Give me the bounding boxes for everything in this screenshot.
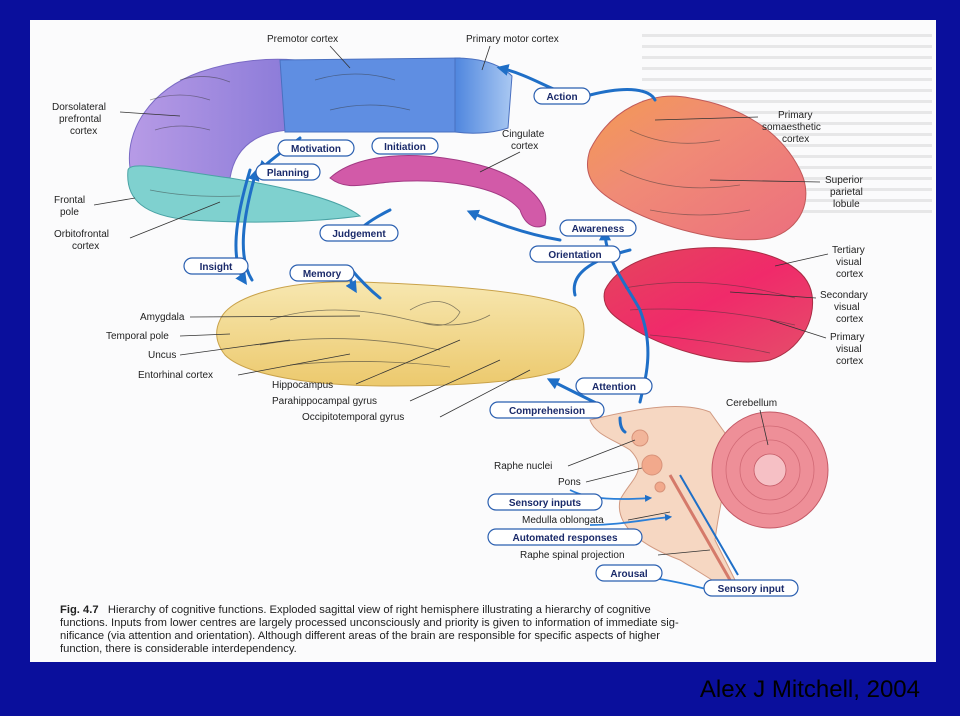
brainstem-region bbox=[589, 406, 736, 586]
label-superior-parietal-3: lobule bbox=[833, 199, 860, 210]
caption-line-3: nificance (via attention and orientation… bbox=[60, 630, 660, 642]
label-pons: Pons bbox=[558, 477, 581, 488]
primary-motor-region bbox=[454, 57, 513, 134]
label-superior-parietal-2: parietal bbox=[830, 187, 863, 198]
dorsolateral-prefrontal-region bbox=[128, 58, 296, 179]
label-secondary-visual-1: Secondary bbox=[820, 290, 868, 301]
label-tertiary-visual-2: visual bbox=[836, 257, 862, 268]
brain-diagram: Premotor cortex Primary motor cortex Dor… bbox=[52, 34, 868, 597]
label-somaesthetic-3: cortex bbox=[782, 134, 809, 145]
caption-line-1: Hierarchy of cognitive functions. Explod… bbox=[107, 604, 651, 616]
cingulate-region bbox=[329, 155, 547, 228]
box-automated-responses: Automated responses bbox=[512, 533, 617, 544]
label-hippocampus: Hippocampus bbox=[272, 380, 333, 391]
author-credit: Alex J Mitchell, 2004 bbox=[699, 676, 920, 703]
label-tertiary-visual-1: Tertiary bbox=[832, 245, 865, 256]
label-somaesthetic-2: somaesthetic bbox=[762, 122, 821, 133]
box-action: Action bbox=[546, 92, 577, 103]
label-primary-visual-2: visual bbox=[836, 344, 862, 355]
label-cerebellum: Cerebellum bbox=[726, 398, 777, 409]
label-uncus: Uncus bbox=[148, 350, 176, 361]
label-premotor-cortex: Premotor cortex bbox=[267, 34, 338, 45]
label-dorsolateral-1: Dorsolateral bbox=[52, 102, 106, 113]
caption-line-2: functions. Inputs from lower centres are… bbox=[60, 617, 679, 629]
label-primary-visual-1: Primary bbox=[830, 332, 864, 343]
box-motivation: Motivation bbox=[291, 144, 341, 155]
label-dorsolateral-2: prefrontal bbox=[59, 114, 101, 125]
box-attention: Attention bbox=[592, 382, 636, 393]
box-comprehension: Comprehension bbox=[509, 406, 585, 417]
label-temporal-pole: Temporal pole bbox=[106, 331, 169, 342]
box-memory: Memory bbox=[303, 269, 342, 280]
box-arousal: Arousal bbox=[610, 569, 647, 580]
label-parahippocampal: Parahippocampal gyrus bbox=[272, 396, 377, 407]
box-awareness: Awareness bbox=[572, 224, 625, 235]
label-secondary-visual-2: visual bbox=[834, 302, 860, 313]
label-tertiary-visual-3: cortex bbox=[836, 269, 863, 280]
box-orientation: Orientation bbox=[548, 250, 601, 261]
cerebellum-region bbox=[711, 411, 829, 529]
caption-fig-number: Fig. 4.7 bbox=[60, 604, 99, 616]
label-primary-visual-3: cortex bbox=[836, 356, 863, 367]
box-sensory-input: Sensory input bbox=[718, 584, 785, 595]
label-frontal-pole-1: Frontal bbox=[54, 195, 85, 206]
label-secondary-visual-3: cortex bbox=[836, 314, 863, 325]
label-superior-parietal-1: Superior bbox=[825, 175, 863, 186]
figure-panel: Premotor cortex Primary motor cortex Dor… bbox=[30, 20, 936, 662]
label-amygdala: Amygdala bbox=[140, 312, 185, 323]
box-insight: Insight bbox=[200, 262, 233, 273]
label-cingulate-1: Cingulate bbox=[502, 129, 545, 140]
label-orbitofrontal-1: Orbitofrontal bbox=[54, 229, 109, 240]
label-orbitofrontal-2: cortex bbox=[72, 241, 99, 252]
label-raphe-spinal: Raphe spinal projection bbox=[520, 550, 625, 561]
label-somaesthetic-1: Primary bbox=[778, 110, 812, 121]
box-planning: Planning bbox=[267, 168, 309, 179]
label-medulla: Medulla oblongata bbox=[522, 515, 604, 526]
parietal-region bbox=[586, 95, 807, 241]
box-initiation: Initiation bbox=[384, 142, 426, 153]
label-entorhinal: Entorhinal cortex bbox=[138, 370, 213, 381]
box-judgement: Judgement bbox=[332, 229, 386, 240]
raphe-nucleus-dot bbox=[631, 429, 649, 447]
figure-caption: Fig. 4.7 Hierarchy of cognitive function… bbox=[60, 604, 860, 656]
premotor-region bbox=[279, 57, 461, 133]
box-sensory-inputs: Sensory inputs bbox=[509, 498, 582, 509]
label-primary-motor-cortex: Primary motor cortex bbox=[466, 34, 559, 45]
label-frontal-pole-2: pole bbox=[60, 207, 79, 218]
temporal-region bbox=[216, 281, 585, 387]
label-occipitotemporal: Occipitotemporal gyrus bbox=[302, 412, 404, 423]
caption-line-4: function, there is considerable interdep… bbox=[60, 643, 297, 655]
occipital-region bbox=[603, 247, 814, 363]
pons-dot bbox=[641, 454, 663, 476]
label-dorsolateral-3: cortex bbox=[70, 126, 97, 137]
label-cingulate-2: cortex bbox=[511, 141, 538, 152]
label-raphe-nuclei: Raphe nuclei bbox=[494, 461, 552, 472]
